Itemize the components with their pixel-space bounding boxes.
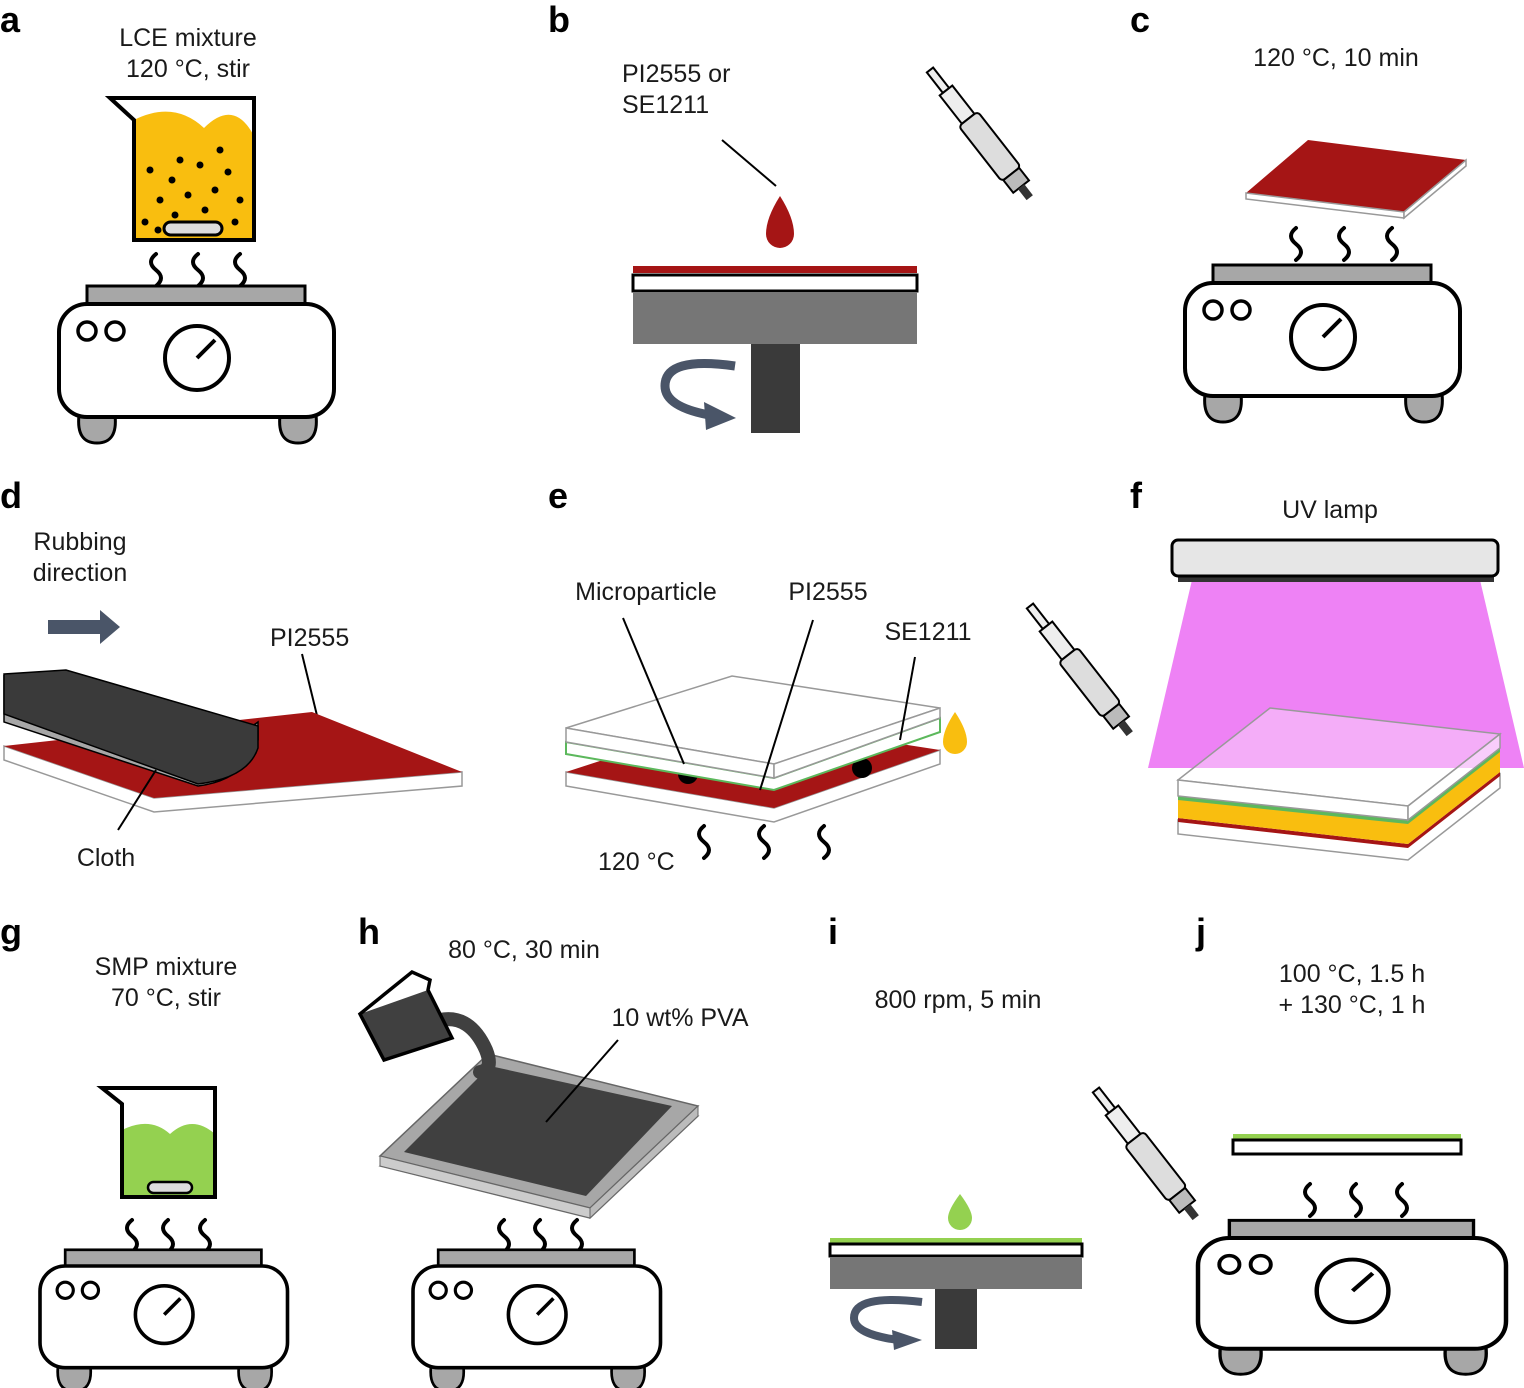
pipette-icon [1019, 597, 1141, 743]
panel-label-d: d [0, 475, 22, 516]
cell-icon [565, 675, 941, 823]
uv-lamp-label: UV lamp [1282, 496, 1378, 524]
panel-a-title: LCE mixture [119, 24, 257, 52]
hotplate-icon [411, 1248, 663, 1388]
lce-droplet [943, 712, 967, 754]
stir-bar-icon [146, 1180, 194, 1195]
lce-cell-icon [1176, 707, 1502, 861]
panel-label-h: h [358, 911, 380, 952]
panel-label-f: f [1130, 475, 1143, 516]
panel-f: f UV lamp [1130, 475, 1524, 861]
panel-j-condition2: + 130 °C, 1 h [1279, 991, 1426, 1019]
panel-g-condition: 70 °C, stir [111, 984, 221, 1012]
heat-wave-icon [697, 824, 831, 860]
hotplate-icon [1198, 1220, 1506, 1374]
panel-j-condition1: 100 °C, 1.5 h [1279, 960, 1425, 988]
mold-icon [378, 1053, 700, 1220]
pi2555-label: PI2555 [788, 578, 867, 606]
panel-e: e Microparticle PI2555 SE1211 120 °C [548, 475, 1141, 876]
rotation-arrow-icon [849, 1296, 923, 1344]
panel-a: a LCE mixture 120 °C, stir [0, 0, 336, 445]
hotplate-icon [57, 284, 336, 445]
pva-label: 10 wt% PVA [611, 1004, 748, 1032]
rotation-arrow-icon [660, 359, 736, 421]
direction-arrow-icon [48, 610, 120, 644]
panel-h: h 80 °C, 30 min 10 wt% PVA [357, 911, 749, 1388]
droplet-icon [766, 196, 794, 248]
leader-line [721, 139, 777, 187]
spin-coater-icon [631, 266, 919, 433]
panel-i: i 800 rpm, 5 min [828, 911, 1207, 1350]
panel-g-title: SMP mixture [95, 953, 238, 981]
pour-beaker-icon [357, 969, 496, 1079]
heat-waves [1289, 226, 1399, 262]
direction-label: direction [33, 559, 128, 587]
hotplate-icon [38, 1248, 290, 1388]
heat-waves [497, 1218, 584, 1254]
pi2555-label: PI2555 [270, 624, 349, 652]
panel-label-b: b [548, 0, 570, 40]
panel-b-material-alt: SE1211 [622, 91, 709, 119]
panel-b-material: PI2555 or [622, 60, 730, 88]
heat-waves [149, 252, 247, 288]
lce-particles [141, 146, 244, 234]
panel-label-i: i [828, 911, 838, 952]
beaker-icon [96, 1086, 217, 1199]
microparticle-label: Microparticle [575, 578, 717, 606]
rubbing-label: Rubbing [33, 528, 126, 556]
cloth-label: Cloth [77, 844, 135, 872]
panel-c: c 120 °C, 10 min [1130, 0, 1467, 424]
hotplate-icon [1183, 263, 1462, 424]
panel-g: g SMP mixture 70 °C, stir [0, 911, 290, 1388]
panel-c-condition: 120 °C, 10 min [1253, 44, 1419, 72]
panel-label-c: c [1130, 0, 1150, 40]
temperature-label: 120 °C [598, 848, 675, 876]
panel-h-condition: 80 °C, 30 min [448, 936, 600, 964]
panel-d: d Rubbing direction PI2555 Cloth [0, 475, 463, 872]
panel-b: b PI2555 or SE1211 [548, 0, 1041, 433]
uv-lamp-icon [1170, 538, 1500, 582]
beaker-icon [104, 96, 256, 242]
se1211-label: SE1211 [884, 618, 971, 646]
heat-waves [1303, 1182, 1409, 1218]
pipette-icon [1085, 1081, 1207, 1227]
panel-i-condition: 800 rpm, 5 min [875, 986, 1042, 1014]
coated-substrate-icon [1231, 1134, 1463, 1156]
panel-j: j 100 °C, 1.5 h + 130 °C, 1 h [1195, 911, 1506, 1374]
panel-label-e: e [548, 475, 568, 516]
panel-label-j: j [1195, 911, 1206, 952]
panel-label-a: a [0, 0, 21, 40]
stir-bar-icon [162, 220, 224, 237]
rubbing-block-icon [3, 669, 259, 787]
coated-substrate-icon [1245, 140, 1467, 220]
panel-a-condition: 120 °C, stir [126, 55, 250, 83]
pipette-icon [919, 61, 1041, 207]
smp-droplet [948, 1194, 972, 1230]
spin-coater-icon [828, 1238, 1084, 1349]
panel-label-g: g [0, 911, 22, 952]
uv-beam-icon [1148, 580, 1524, 768]
heat-waves [125, 1218, 212, 1254]
